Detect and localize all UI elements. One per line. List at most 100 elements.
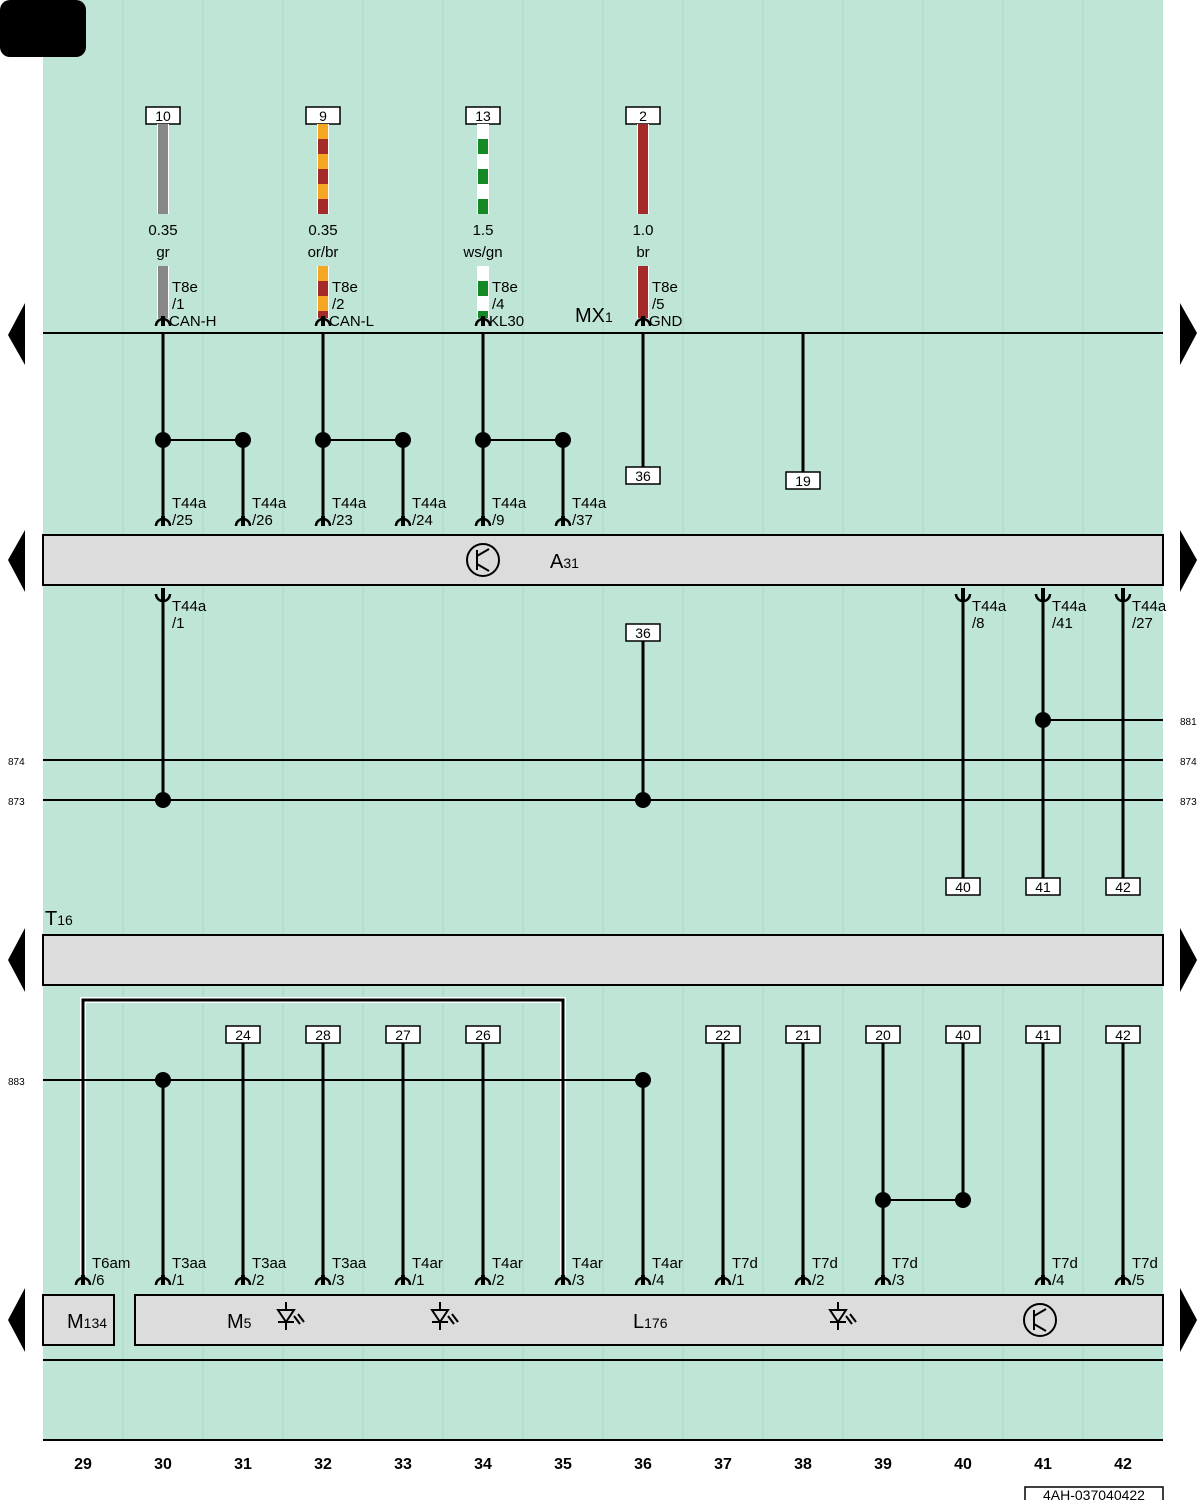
- bus-label-883-left: 883: [8, 1077, 25, 1088]
- svg-text:T6am: T6am: [92, 1255, 130, 1272]
- bus-label-873-left: 873: [8, 797, 25, 808]
- svg-text:/2: /2: [332, 296, 345, 313]
- connector-pin: [474, 316, 492, 327]
- connector-pin: [394, 1275, 412, 1286]
- t16-band: [42, 934, 1164, 986]
- column-number: 41: [1034, 1456, 1052, 1473]
- svg-text:13: 13: [475, 108, 491, 124]
- ref-box: 42: [1105, 1025, 1141, 1044]
- svg-text:KL30: KL30: [489, 313, 524, 330]
- pin-t4ar-4: T4ar/4: [634, 1255, 683, 1289]
- column-number: 35: [554, 1456, 572, 1473]
- connector-pin: [314, 316, 332, 327]
- pin-t44a-41: T44a/41: [1034, 588, 1087, 632]
- connector-pin: [154, 1275, 172, 1286]
- svg-text:/8: /8: [972, 615, 985, 632]
- pin-t44a-26: T44a/26: [234, 495, 287, 529]
- svg-text:T44a: T44a: [1052, 598, 1087, 615]
- svg-text:ws/gn: ws/gn: [462, 244, 502, 261]
- pin-t44a-24: T44a/24: [394, 495, 447, 529]
- column-number: 38: [794, 1456, 812, 1473]
- nav-arrows-left: [8, 303, 25, 1352]
- svg-text:T7d: T7d: [1132, 1255, 1158, 1272]
- connector-pin: [394, 516, 412, 527]
- connector-pin: [1114, 1275, 1132, 1286]
- svg-text:/23: /23: [332, 512, 353, 529]
- junction-883-b: [635, 1072, 651, 1088]
- column-number: 36: [634, 1456, 652, 1473]
- svg-text:br: br: [636, 244, 649, 261]
- svg-text:T7d: T7d: [732, 1255, 758, 1272]
- svg-text:CAN-H: CAN-H: [169, 313, 217, 330]
- ref-box: 26: [465, 1025, 501, 1044]
- top-wire-group: 100.35grT8e/1CAN-H90.35or/brT8e/2CAN-L13…: [145, 106, 683, 330]
- connector-pin: [234, 516, 252, 527]
- svg-text:/3: /3: [892, 1272, 905, 1289]
- svg-text:28: 28: [315, 1027, 331, 1043]
- svg-text:/5: /5: [652, 296, 665, 313]
- pin-t44a-9: T44a/9: [474, 495, 527, 529]
- svg-text:or/br: or/br: [308, 244, 339, 261]
- m5-label: M5: [227, 1311, 252, 1333]
- column-number: 30: [154, 1456, 172, 1473]
- connector-pin: [634, 1275, 652, 1286]
- connector-pin: [714, 1275, 732, 1286]
- svg-text:T8e: T8e: [492, 279, 518, 296]
- svg-text:/4: /4: [1052, 1272, 1065, 1289]
- svg-text:/1: /1: [172, 615, 185, 632]
- connector-pin: [554, 516, 572, 527]
- column-number: 34: [474, 1456, 492, 1473]
- svg-text:/2: /2: [812, 1272, 825, 1289]
- pin-t3aa-3: T3aa/3: [314, 1255, 367, 1289]
- svg-text:T7d: T7d: [892, 1255, 918, 1272]
- svg-text:/27: /27: [1132, 615, 1153, 632]
- connector-pin: [874, 1275, 892, 1286]
- svg-text:/3: /3: [572, 1272, 585, 1289]
- mid-bottom-boxes: 40 41 42: [945, 877, 1141, 896]
- svg-text:/2: /2: [252, 1272, 265, 1289]
- connector-pin: [234, 1275, 252, 1286]
- m134-box: [42, 1294, 115, 1346]
- svg-text:T4ar: T4ar: [492, 1255, 523, 1272]
- column-number: 33: [394, 1456, 412, 1473]
- pin-t44a-8: T44a/8: [954, 588, 1007, 632]
- ref-box: 24: [225, 1025, 261, 1044]
- svg-text:22: 22: [715, 1027, 731, 1043]
- svg-text:T44a: T44a: [172, 598, 207, 615]
- ref-box: 22: [705, 1025, 741, 1044]
- a31-label: A31: [550, 551, 579, 573]
- svg-text:T44a: T44a: [172, 495, 207, 512]
- svg-text:/1: /1: [732, 1272, 745, 1289]
- svg-text:40: 40: [955, 879, 971, 895]
- column-number: 37: [714, 1456, 732, 1473]
- svg-text:T3aa: T3aa: [332, 1255, 367, 1272]
- bottom-pin-connectors: T6am/6T3aa/1T3aa/2T3aa/3T4ar/1T4ar/2T4ar…: [74, 1255, 1158, 1289]
- svg-text:T8e: T8e: [332, 279, 358, 296]
- led-icon: [276, 1302, 305, 1330]
- svg-text:42: 42: [1115, 1027, 1131, 1043]
- svg-text:T3aa: T3aa: [172, 1255, 207, 1272]
- svg-text:/1: /1: [172, 1272, 185, 1289]
- junction-39-a: [875, 1192, 891, 1208]
- svg-text:/24: /24: [412, 512, 433, 529]
- nav-arrows-right: [1180, 303, 1197, 1352]
- svg-text:9: 9: [319, 108, 327, 124]
- svg-text:/2: /2: [492, 1272, 505, 1289]
- ref-box-36-mid: 36: [625, 623, 661, 642]
- doc-id-box: [1024, 1486, 1164, 1500]
- svg-text:41: 41: [1035, 879, 1051, 895]
- svg-text:24: 24: [235, 1027, 251, 1043]
- svg-text:T44a: T44a: [252, 495, 287, 512]
- connector-pin: [154, 516, 172, 527]
- connector-pin: [474, 1275, 492, 1286]
- pin-t7d-5: T7d/5: [1114, 1255, 1158, 1289]
- main-component-box: [134, 1294, 1164, 1346]
- ref-box: 20: [865, 1025, 901, 1044]
- transistor-icon: [466, 543, 500, 577]
- pin-t7d-2: T7d/2: [794, 1255, 838, 1289]
- svg-text:0.35: 0.35: [308, 222, 337, 239]
- mid-wires: [161, 600, 1125, 878]
